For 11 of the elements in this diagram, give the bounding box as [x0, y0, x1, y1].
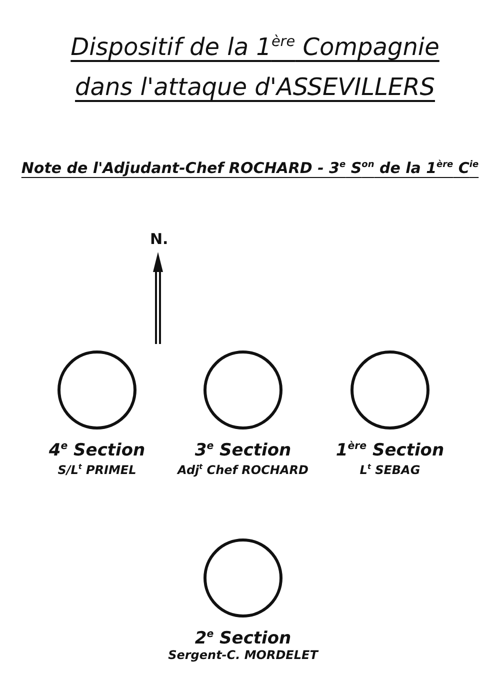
commander-name: L$^{t}$ SEBAG [358, 461, 422, 479]
north-label: N. [150, 230, 168, 248]
section-label: 1$^{ère}$ Section [334, 440, 446, 461]
commander-name: Adj$^{t}$ Chef ROCHARD [176, 461, 310, 479]
commander-name: S/L$^{t}$ PRIMEL [56, 461, 138, 479]
section-label: 3$^{e}$ Section [194, 440, 292, 461]
diagram-title: Dispositif de la 1$^{ère}$ Compagnie dans l'attaque d'ASSEVILLERS [70, 32, 440, 103]
note-heading: Note de l'Adjudant-Chef ROCHARD - 3$^{e}$ S$^{on}$ de la 1$^{ère}$ C$^{ie}$ [20, 158, 480, 179]
commander-name: Sergent-C. MORDELET [167, 647, 320, 664]
section-label: 4$^{e}$ Section [48, 440, 146, 461]
section-label: 2$^{e}$ Section [194, 628, 292, 649]
